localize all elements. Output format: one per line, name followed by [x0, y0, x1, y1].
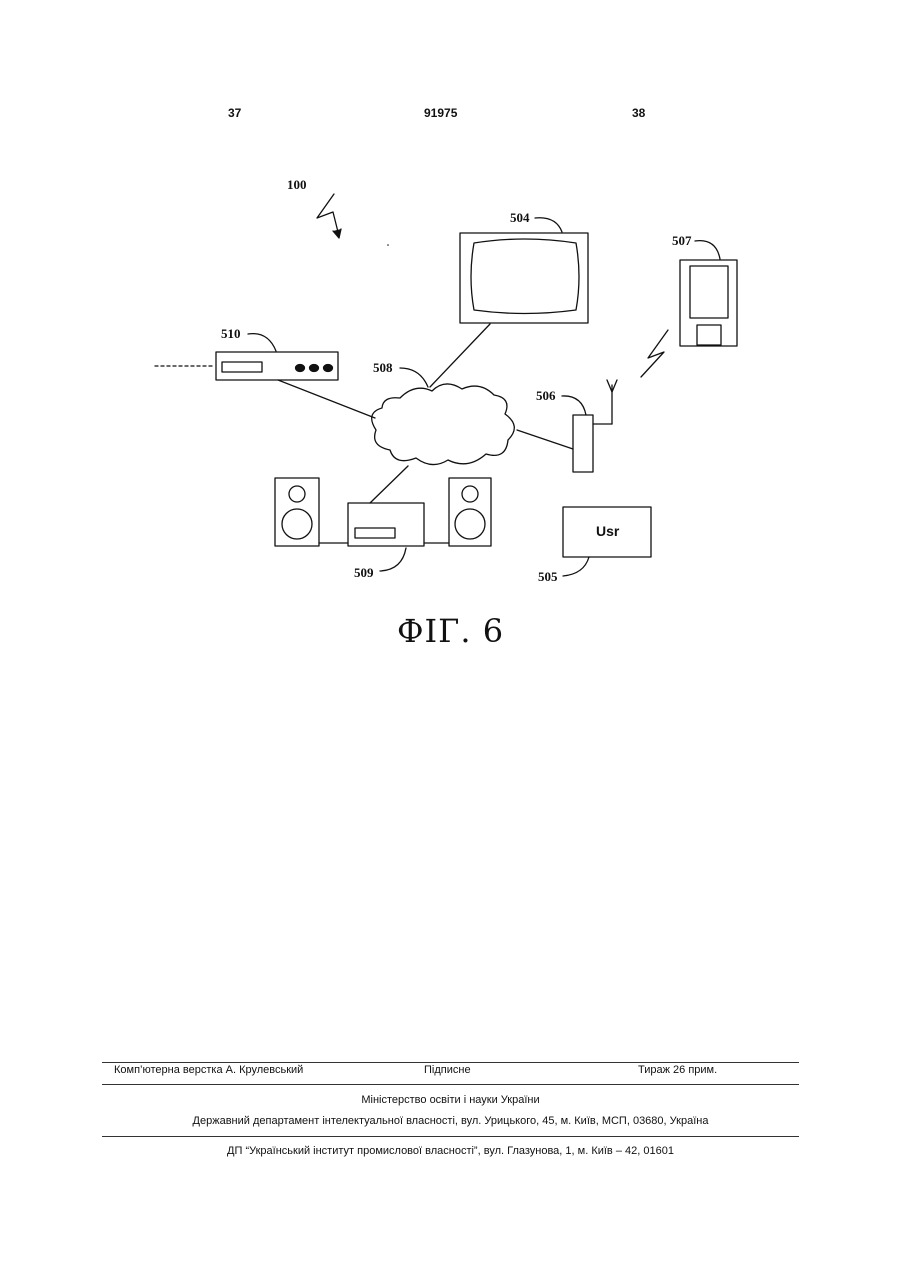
label-509: 509 — [354, 565, 374, 580]
label-504: 504 — [510, 210, 530, 225]
footer-layout-credit: Комп’ютерна верстка А. Крулевський — [114, 1064, 303, 1076]
wireless-signal-icon — [641, 330, 668, 377]
footer-ministry: Міністерство освіти і науки України — [0, 1094, 901, 1106]
label-505: 505 — [538, 569, 558, 584]
footer-department: Державний департамент інтелектуальної вл… — [0, 1115, 901, 1127]
set-top-box — [216, 352, 338, 380]
footer-print-run: Тираж 26 прим. — [638, 1064, 717, 1076]
network-cloud — [372, 384, 515, 465]
user-box-text: Usr — [596, 523, 620, 539]
network-links — [278, 324, 573, 503]
access-point — [573, 380, 617, 472]
footer-institute: ДП “Український інститут промислової вла… — [0, 1145, 901, 1157]
network-diagram: 100 504 507 510 508 506 — [0, 0, 901, 700]
system-pointer-arrow — [317, 194, 341, 238]
label-507: 507 — [672, 233, 692, 248]
label-508: 508 — [373, 360, 393, 375]
mobile-device — [680, 260, 737, 346]
footer-rule-middle — [102, 1084, 799, 1085]
television — [460, 233, 588, 323]
label-506: 506 — [536, 388, 556, 403]
stereo-system — [275, 478, 491, 546]
figure-caption: ФІГ. 6 — [0, 612, 901, 650]
footer-rule-bottom — [102, 1136, 799, 1137]
label-510: 510 — [221, 326, 241, 341]
label-100: 100 — [287, 177, 307, 192]
footer-rule-top — [102, 1062, 799, 1063]
footer-signed: Підписне — [424, 1064, 471, 1076]
